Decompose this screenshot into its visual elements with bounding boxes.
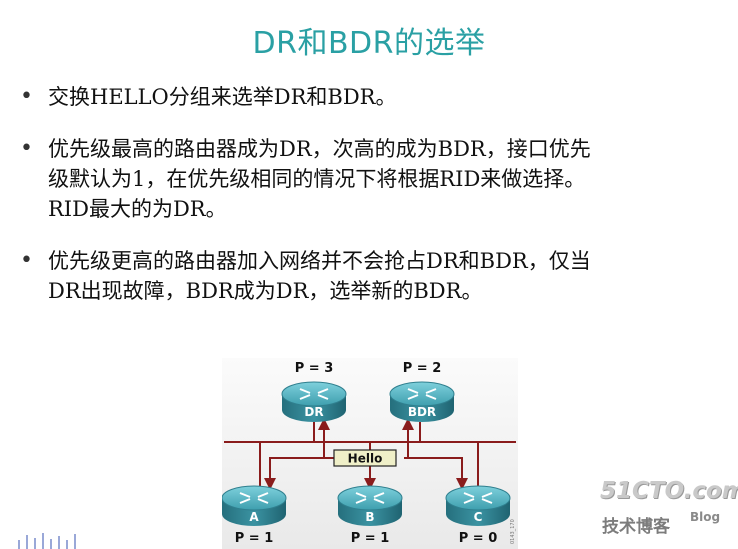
hello-arrow-to-c (404, 457, 468, 490)
router-priority: P = 3 (295, 361, 334, 376)
router-arrows-icon (239, 492, 269, 504)
router-label: BDR (408, 405, 436, 419)
router-top (222, 485, 287, 511)
router-label: A (249, 510, 259, 524)
router-arrows-icon (463, 492, 493, 504)
bullet-dot-icon: • (20, 84, 33, 109)
router-arrows-icon (299, 388, 329, 400)
bullet-dot-icon: • (20, 248, 33, 273)
router-bdr: P = 2 BDR (389, 361, 455, 422)
router-label: C (474, 510, 483, 524)
watermark-subtitle: 技术博客 (602, 517, 670, 537)
router-priority: P = 0 (459, 531, 498, 546)
bullet-line: 交换HELLO分组来选举DR和BDR。 (48, 85, 397, 109)
bullet-line: DR出现故障，BDR成为DR，选举新的BDR。 (48, 279, 483, 303)
watermark-blog: Blog (690, 510, 721, 524)
ospf-dr-bdr-diagram: Hello P = 3 DR P = 2 BDR A P = 1 (222, 358, 518, 549)
watermark-logo: 51CTO.com (600, 478, 738, 504)
router-priority: P = 1 (351, 531, 390, 546)
hello-box (333, 449, 397, 467)
hello-arrow-to-a (264, 457, 334, 490)
bullet-line: 优先级最高的路由器成为DR，次高的成为BDR，接口优先 (48, 137, 591, 161)
bullet-item: • 优先级更高的路由器加入网络并不会抢占DR和BDR，仅当 DR出现故障，BDR… (18, 246, 718, 306)
figure-code: 0143_170 (510, 519, 516, 544)
bullet-line: 优先级更高的路由器加入网络并不会抢占DR和BDR，仅当 (48, 249, 591, 273)
router-top (281, 381, 347, 407)
router-dr: P = 3 DR (281, 361, 347, 422)
hello-arrow-to-dr (318, 418, 334, 459)
router-top (445, 485, 511, 511)
router-top (337, 485, 403, 511)
bullet-dot-icon: • (20, 136, 33, 161)
bullet-line: 级默认为1，在优先级相同的情况下将根据RID来做选择。 (48, 167, 586, 191)
bullet-item: • 优先级最高的路由器成为DR，次高的成为BDR，接口优先 级默认为1，在优先级… (18, 134, 718, 224)
bullet-line: RID最大的为DR。 (48, 197, 227, 221)
router-priority: P = 2 (403, 361, 442, 376)
decorative-bars-icon (18, 533, 76, 549)
router-a: A P = 1 (222, 485, 287, 546)
router-label: DR (304, 405, 323, 419)
slide-title: DR和BDR的选举 (252, 26, 486, 61)
router-top (389, 381, 455, 407)
bullet-list: • 交换HELLO分组来选举DR和BDR。 • 优先级最高的路由器成为DR，次高… (18, 82, 718, 328)
router-priority: P = 1 (235, 531, 274, 546)
watermark: 51CTO.com 技术博客 Blog (600, 478, 738, 538)
hello-arrow-to-bdr (402, 418, 414, 459)
bullet-item: • 交换HELLO分组来选举DR和BDR。 (18, 82, 718, 112)
router-b: B P = 1 (337, 485, 403, 546)
router-c: C P = 0 (445, 485, 511, 546)
router-arrows-icon (355, 492, 385, 504)
hello-label: Hello (348, 452, 383, 466)
router-arrows-icon (407, 388, 437, 400)
router-label: B (365, 510, 374, 524)
